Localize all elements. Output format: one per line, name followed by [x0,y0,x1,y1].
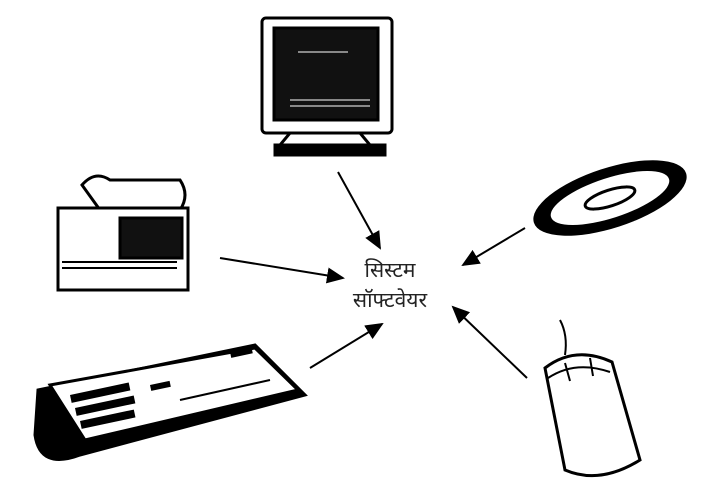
center-label-line2: सॉफ्टवेयर [352,288,428,312]
arrows [219,171,528,379]
arrow-printer [219,257,345,284]
arrow-cd [461,227,526,267]
mouse-icon [543,319,642,478]
center-label-line1: सिस्टम [364,258,416,282]
arrow-mouse [451,305,528,379]
monitor-icon [260,16,394,157]
printer-icon [56,174,190,292]
arrow-monitor [337,171,381,250]
cd-icon [533,160,687,236]
arrow-keyboard [309,322,384,369]
keyboard-icon [33,343,308,461]
